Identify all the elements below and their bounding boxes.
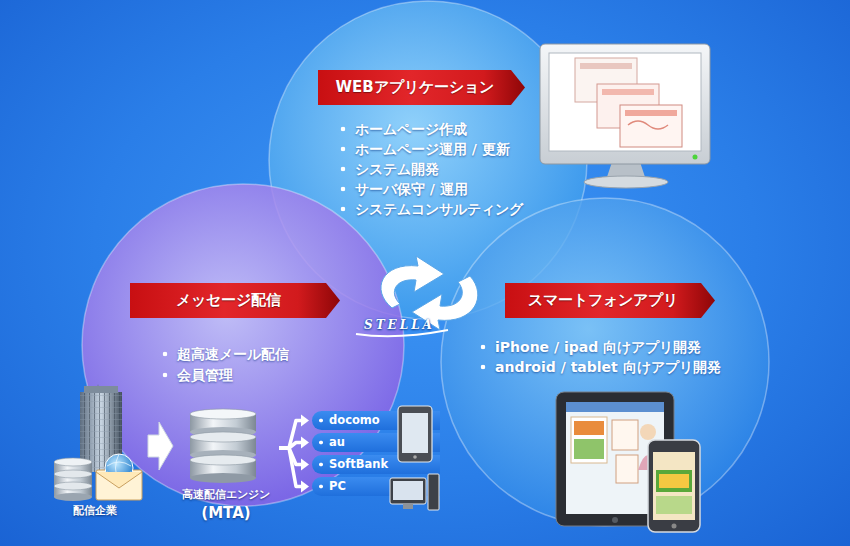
list-item: iPhone / ipad 向けアプリ開発 (478, 337, 701, 357)
heading-banner: メッセージ配信 (130, 283, 340, 318)
sender-node: 配信企業 (45, 384, 145, 520)
list-item: ホームページ作成 (338, 119, 467, 139)
node-caption: (MTA) (176, 504, 276, 522)
service-circle: WEBアプリケーションホームページ作成ホームページ運用 / 更新システム開発サー… (268, 0, 588, 320)
list-item: 超高速メール配信 (160, 344, 289, 364)
list-item: android / tablet 向けアプリ開発 (478, 357, 723, 377)
logo-text: STELLA (364, 318, 435, 332)
carrier-bar: SoftBank (312, 455, 440, 474)
mta-node: 高速配信エンジン (MTA) (176, 404, 276, 526)
carrier-bar: docomo (312, 411, 440, 430)
carrier-bar: PC (312, 477, 440, 496)
list-item: システム開発 (338, 159, 439, 179)
node-caption: 高速配信エンジン (176, 488, 276, 502)
node-caption: 配信企業 (45, 504, 145, 518)
carrier-name: docomo (314, 411, 382, 430)
carrier-name: SoftBank (314, 455, 388, 474)
carrier-name: PC (314, 477, 348, 496)
service-circle: スマートフォンアプリ iPhone / ipad 向けアプリ開発android /… (440, 197, 770, 527)
circle-shape (441, 198, 769, 526)
heading-banner: WEBアプリケーション (318, 70, 525, 105)
list-item: システムコンサルティング (338, 199, 523, 219)
list-item: サーバ保守 / 運用 (338, 179, 470, 199)
circle-shape (82, 184, 404, 506)
list-item: ホームページ運用 / 更新 (338, 139, 512, 159)
list-item: 会員管理 (160, 365, 233, 385)
carrier-bar: au (312, 433, 440, 452)
heading-banner: スマートフォンアプリ (505, 283, 715, 318)
server-illustration (54, 458, 92, 501)
carrier-name: au (314, 433, 347, 452)
